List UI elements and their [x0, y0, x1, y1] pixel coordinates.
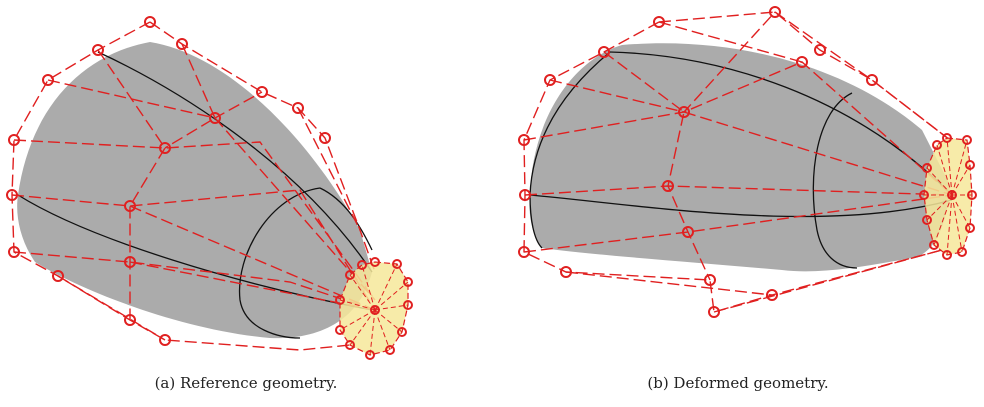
control-point: [942, 250, 952, 260]
control-point: [965, 223, 975, 233]
control-point: [929, 240, 939, 250]
control-point: [708, 306, 720, 318]
control-point: [866, 74, 878, 86]
reference-control-points: [6, 16, 413, 360]
control-point: [678, 106, 690, 118]
control-point: [932, 140, 942, 150]
control-point: [392, 259, 402, 269]
control-point: [357, 260, 367, 270]
control-point: [942, 133, 952, 143]
control-point: [124, 256, 136, 268]
control-point: [957, 247, 967, 257]
control-point: [292, 102, 304, 114]
control-point: [385, 345, 395, 355]
control-point: [922, 163, 932, 173]
control-point: [159, 142, 171, 154]
caption-reference-geometry: (a) Reference geometry.: [154, 374, 338, 392]
control-point: [370, 257, 380, 267]
deformed-control-cage: [523, 11, 953, 313]
control-point: [8, 134, 20, 146]
deformed-geometry-figure: [518, 6, 977, 318]
deformed-geometry-panel: (b) Deformed geometry.: [492, 0, 984, 407]
control-point: [922, 215, 932, 225]
control-point: [124, 200, 136, 212]
control-point: [403, 300, 413, 310]
control-point: [335, 295, 345, 305]
control-point: [256, 86, 268, 98]
control-point: [159, 334, 171, 346]
control-point: [92, 44, 104, 56]
control-point: [8, 246, 20, 258]
control-point: [319, 132, 331, 144]
control-point: [544, 74, 556, 86]
reference-body: [17, 42, 372, 339]
caption-deformed-geometry: (b) Deformed geometry.: [647, 374, 829, 392]
control-point: [403, 277, 413, 287]
control-point: [947, 190, 957, 200]
control-point: [6, 189, 18, 201]
control-point: [176, 38, 188, 50]
control-point: [796, 56, 808, 68]
control-point: [704, 274, 716, 286]
control-point: [560, 266, 572, 278]
control-point: [519, 189, 531, 201]
control-point: [345, 270, 355, 280]
control-point: [598, 46, 610, 58]
control-point: [965, 160, 975, 170]
reference-geometry-panel: (a) Reference geometry.: [6, 16, 413, 392]
control-point: [814, 44, 826, 56]
control-point: [769, 6, 781, 18]
control-point: [52, 270, 64, 282]
reference-control-cage: [11, 21, 376, 351]
control-point: [42, 74, 54, 86]
control-point: [962, 135, 972, 145]
control-point: [518, 134, 530, 146]
control-point: [662, 180, 674, 192]
control-point: [144, 16, 156, 28]
control-point: [682, 226, 694, 238]
control-point: [209, 112, 221, 124]
control-point: [370, 305, 380, 315]
deformed-body: [529, 43, 950, 272]
control-point: [919, 190, 929, 200]
control-point: [335, 325, 345, 335]
control-point: [365, 350, 375, 360]
reference-nozzle-spokes: [339, 263, 409, 356]
control-point: [766, 289, 778, 301]
control-point: [124, 314, 136, 326]
control-point: [518, 246, 530, 258]
control-point: [345, 340, 355, 350]
control-point: [967, 190, 977, 200]
deformed-control-points: [518, 6, 977, 318]
reference-geometry-figure: [6, 16, 413, 360]
control-point: [653, 16, 665, 28]
control-point: [397, 327, 407, 337]
